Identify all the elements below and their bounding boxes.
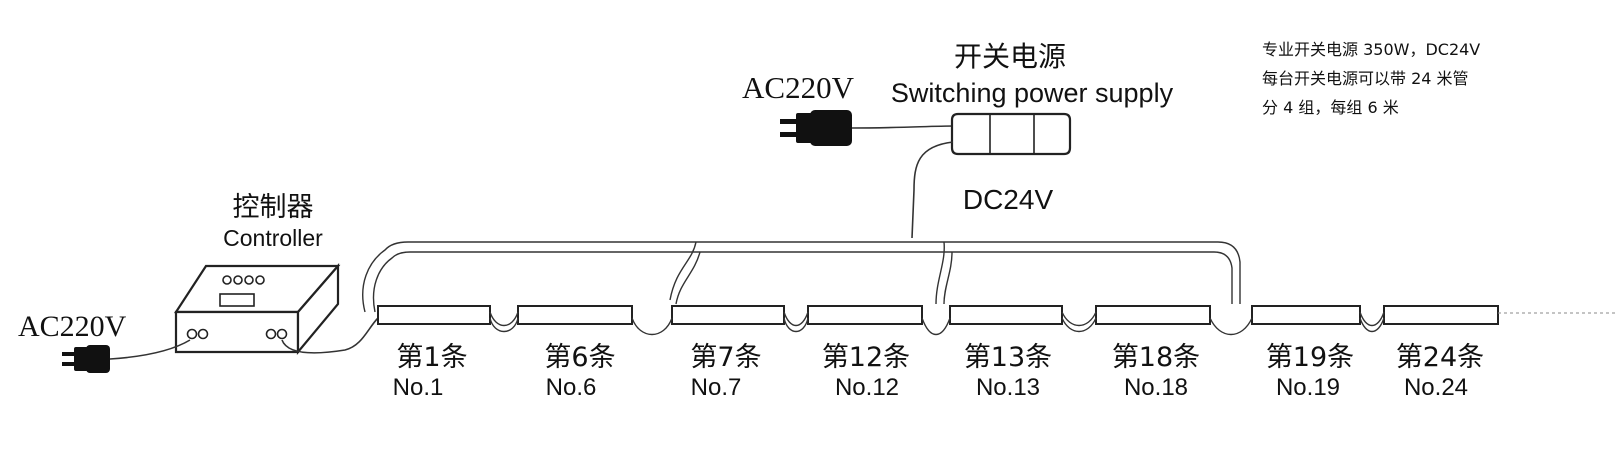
controller-button bbox=[255, 275, 265, 285]
spec-notes: 专业开关电源 350W，DC24V 每台开关电源可以带 24 米管 分 4 组，… bbox=[1262, 40, 1480, 117]
controller-port bbox=[197, 328, 209, 340]
power-supply-input-label: AC220V bbox=[742, 70, 855, 105]
tube-label-en: No.19 bbox=[1276, 374, 1340, 401]
note-line-3: 分 4 组，每组 6 米 bbox=[1262, 98, 1399, 117]
tube-bar-18 bbox=[1095, 305, 1211, 325]
tube-label-en: No.7 bbox=[691, 374, 742, 401]
tube-label-en: No.24 bbox=[1404, 374, 1468, 401]
controller-display bbox=[219, 293, 255, 307]
tube-label-cn: 第7条 bbox=[690, 342, 761, 373]
tube-label-cn: 第13条 bbox=[964, 342, 1052, 373]
controller-title-en: Controller bbox=[223, 225, 323, 251]
controller-box bbox=[173, 263, 341, 356]
branch-cable-group3-inner bbox=[943, 251, 953, 305]
tube-bar-6 bbox=[517, 305, 633, 325]
power-supply-title-cn: 开关电源 bbox=[954, 40, 1066, 73]
controller-title-cn: 控制器 bbox=[233, 192, 314, 223]
tube-bar-13 bbox=[949, 305, 1063, 325]
tube-label-en: No.13 bbox=[976, 374, 1040, 401]
tube-label-en: No.6 bbox=[546, 374, 597, 401]
ac-wire-to-psu bbox=[851, 125, 956, 129]
controller-button bbox=[233, 275, 243, 285]
tube-label-en: No.12 bbox=[835, 374, 899, 401]
tube-label-cn: 第18条 bbox=[1112, 342, 1200, 373]
controller-input-label: AC220V bbox=[18, 310, 127, 343]
controller-port bbox=[276, 328, 288, 340]
dc-output-label: DC24V bbox=[963, 184, 1054, 215]
tube-label-cn: 第12条 bbox=[822, 342, 910, 373]
tube-label-cn: 第6条 bbox=[544, 342, 615, 373]
ac-wire-to-controller bbox=[109, 339, 191, 360]
controller-plug-icon bbox=[62, 345, 110, 373]
tube-bar-1 bbox=[377, 305, 491, 325]
controller-port bbox=[265, 328, 277, 340]
controller-port bbox=[186, 328, 198, 340]
branch-cable-group2 bbox=[669, 241, 697, 301]
tube-bars bbox=[377, 305, 1499, 325]
tube-bar-19 bbox=[1251, 305, 1361, 325]
note-line-1: 专业开关电源 350W，DC24V bbox=[1262, 40, 1480, 59]
distribution-cable-inner bbox=[372, 251, 1233, 313]
tube-label-en: No.1 bbox=[393, 374, 444, 401]
tube-label-cn: 第24条 bbox=[1396, 342, 1484, 373]
tube-bar-7 bbox=[671, 305, 785, 325]
power-supply-plug-icon bbox=[780, 110, 852, 146]
tube-label-cn: 第19条 bbox=[1266, 342, 1354, 373]
note-line-2: 每台开关电源可以带 24 米管 bbox=[1262, 69, 1469, 88]
dc-wire-from-psu bbox=[911, 141, 954, 239]
branch-cable-group3 bbox=[935, 241, 945, 305]
tube-label-cn: 第1条 bbox=[396, 342, 467, 373]
tube-label-en: No.18 bbox=[1124, 374, 1188, 401]
tube-labels: 第1条 No.1 第6条 No.6 第7条 No.7 第12条 No.12 第1… bbox=[393, 342, 1485, 401]
signal-wire bbox=[281, 317, 379, 354]
tube-bar-24 bbox=[1383, 305, 1499, 325]
tube-connectors bbox=[489, 311, 1385, 336]
controller-button bbox=[244, 275, 254, 285]
power-supply-title-en: Switching power supply bbox=[891, 78, 1174, 108]
switching-power-supply-box bbox=[950, 112, 1072, 156]
distribution-cable-outer bbox=[362, 241, 1241, 313]
tube-bar-12 bbox=[807, 305, 923, 325]
branch-cable-group2-inner bbox=[675, 251, 701, 305]
controller-button bbox=[222, 275, 232, 285]
